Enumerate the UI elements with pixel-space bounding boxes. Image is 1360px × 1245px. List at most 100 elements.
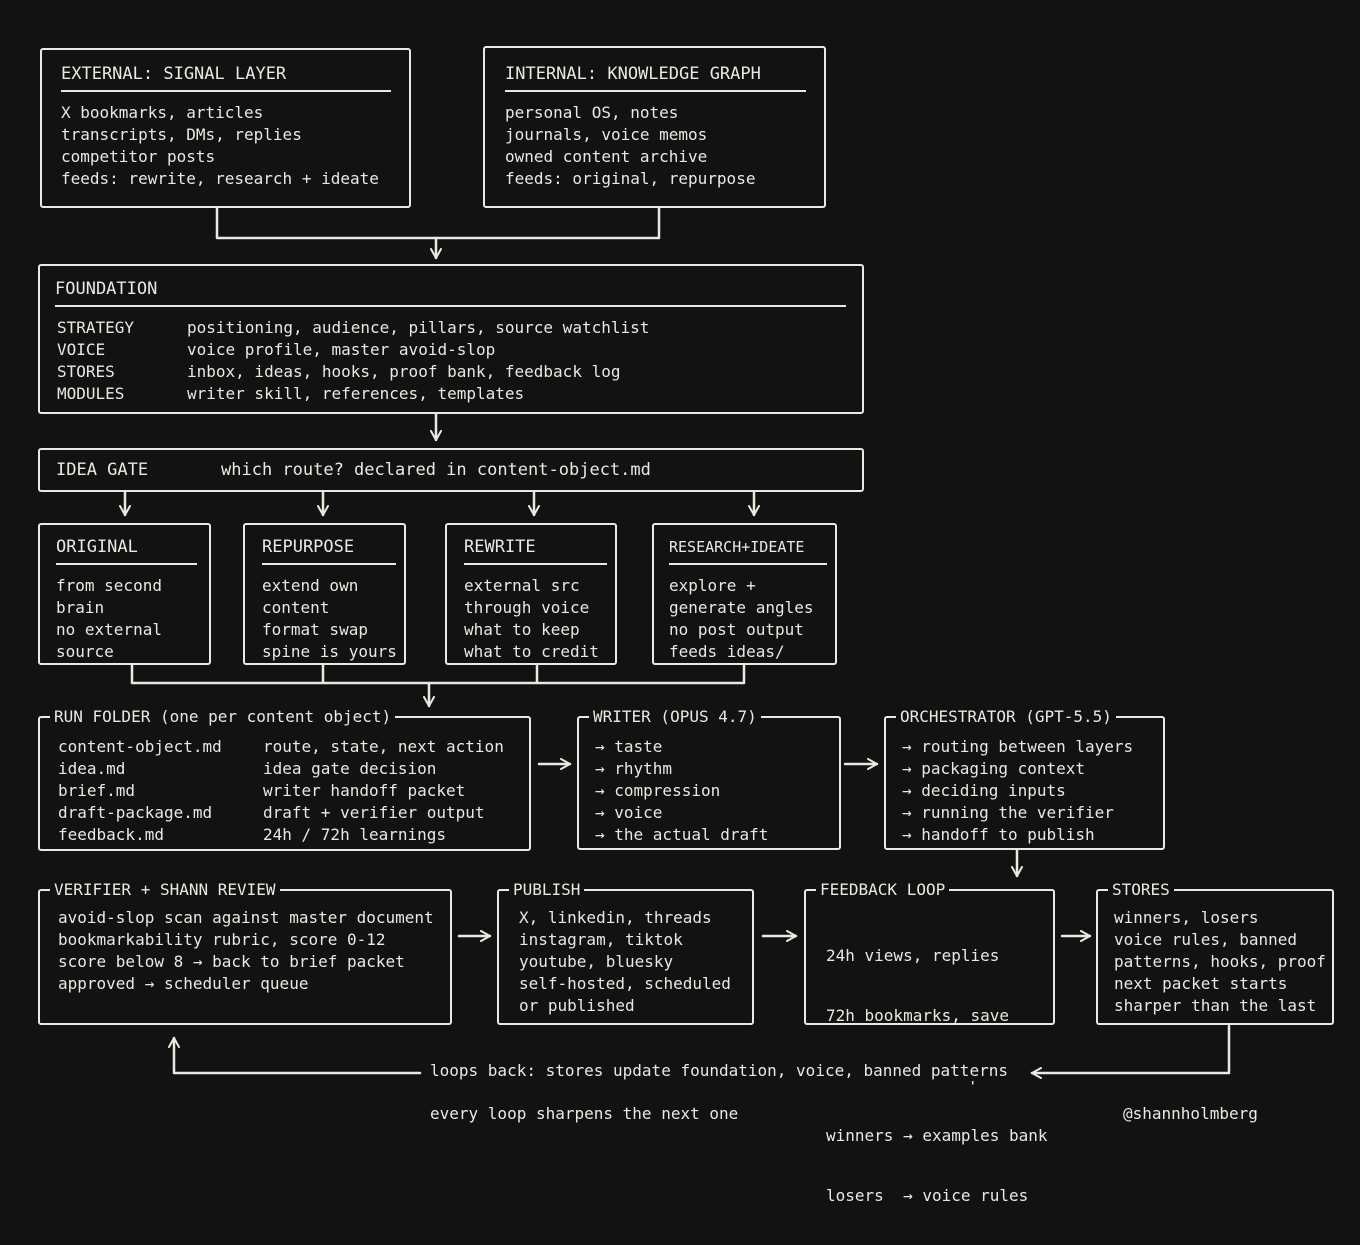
publish-box: PUBLISH X, linkedin, threads instagram, … <box>497 879 754 1025</box>
feedback-line: winners → examples bank <box>826 1126 1048 1145</box>
route-rewrite-box: REWRITE external src through voice what … <box>445 523 617 665</box>
run-folder-file: draft-package.md <box>58 803 213 822</box>
publish-line: instagram, tiktok <box>519 930 683 949</box>
writer-line: → rhythm <box>595 759 673 778</box>
run-folder-desc: writer handoff packet <box>263 781 466 800</box>
stores-line: voice rules, banned <box>1114 930 1298 949</box>
publish-title: PUBLISH <box>509 879 585 901</box>
orchestrator-box: ORCHESTRATOR (GPT-5.5) → routing between… <box>884 706 1165 850</box>
external-line: X bookmarks, articles <box>61 103 264 122</box>
foundation-value: positioning, audience, pillars, source w… <box>187 318 650 337</box>
publish-line: or published <box>519 996 635 1015</box>
run-folder-rows: content-object.md route, state, next act… <box>58 736 521 846</box>
stores-line: sharper than the last <box>1114 996 1317 1015</box>
run-folder-file: idea.md <box>58 759 126 778</box>
external-title: EXTERNAL: SIGNAL LAYER <box>61 64 391 92</box>
run-folder-file: brief.md <box>58 781 136 800</box>
run-folder-desc: 24h / 72h learnings <box>263 825 447 844</box>
publish-line: X, linkedin, threads <box>519 908 712 927</box>
route-title: REWRITE <box>464 537 607 565</box>
routes-merge-line <box>130 663 746 685</box>
internal-line: feeds: original, repurpose <box>505 169 756 188</box>
stores-line: winners, losers <box>1114 908 1259 927</box>
feedback-loop-box: FEEDBACK LOOP 24h views, replies 72h boo… <box>804 879 1055 1205</box>
feedback-loop-title: FEEDBACK LOOP <box>816 879 950 901</box>
stores-line: next packet starts <box>1114 974 1288 993</box>
route-line: spine is yours <box>262 642 397 661</box>
route-line: external src <box>464 576 580 595</box>
loop-back-left-line <box>168 1036 422 1075</box>
writer-line: → compression <box>595 781 721 800</box>
writer-box: WRITER (OPUS 4.7) → taste → rhythm → com… <box>577 706 841 850</box>
foundation-key: STORES <box>57 362 115 381</box>
writer-line: → voice <box>595 803 663 822</box>
route-title: RESEARCH+IDEATE <box>669 537 827 565</box>
run-folder-box: RUN FOLDER (one per content object) cont… <box>38 706 531 851</box>
orchestrator-title: ORCHESTRATOR (GPT-5.5) <box>896 706 1116 728</box>
run-folder-desc: route, state, next action <box>263 737 504 756</box>
verifier-line: avoid-slop scan against master document <box>58 908 434 927</box>
route-title: ORIGINAL <box>56 537 197 565</box>
external-line: feeds: rewrite, research + ideate <box>61 169 379 188</box>
route-line: no post output <box>669 620 804 639</box>
route-line: explore + <box>669 576 756 595</box>
stores-box: STORES winners, losers voice rules, bann… <box>1096 879 1334 1025</box>
route-line: source <box>56 642 114 661</box>
writer-line: → taste <box>595 737 663 756</box>
route-line: format swap <box>262 620 368 639</box>
foundation-value: writer skill, references, templates <box>187 384 525 403</box>
run-folder-file: feedback.md <box>58 825 164 844</box>
foundation-rows: STRATEGY positioning, audience, pillars,… <box>55 317 846 405</box>
route-line: extend own <box>262 576 359 595</box>
publish-line: youtube, bluesky <box>519 952 674 971</box>
external-to-foundation-line <box>215 206 661 240</box>
verifier-line: approved → scheduler queue <box>58 974 309 993</box>
route-line: through voice <box>464 598 590 617</box>
stores-line: patterns, hooks, proof <box>1114 952 1326 971</box>
route-original-box: ORIGINAL from second brain no external s… <box>38 523 211 665</box>
internal-line: owned content archive <box>505 147 708 166</box>
route-title: REPURPOSE <box>262 537 396 565</box>
route-repurpose-box: REPURPOSE extend own content format swap… <box>243 523 406 665</box>
internal-line: journals, voice memos <box>505 125 708 144</box>
external-signal-layer-box: EXTERNAL: SIGNAL LAYER X bookmarks, arti… <box>40 48 411 208</box>
orchestrator-line: → routing between layers <box>902 737 1134 756</box>
orchestrator-line: → packaging context <box>902 759 1086 778</box>
external-line: competitor posts <box>61 147 216 166</box>
orchestrator-line: → deciding inputs <box>902 781 1066 800</box>
footer-tagline: every loop sharpens the next one <box>424 1104 745 1124</box>
loop-back-label: loops back: stores update foundation, vo… <box>424 1061 1014 1081</box>
idea-gate-title: IDEA GATE <box>56 460 149 480</box>
foundation-key: VOICE <box>57 340 106 359</box>
run-folder-title: RUN FOLDER (one per content object) <box>50 706 396 728</box>
feedback-line: 72h bookmarks, save <box>826 1006 1010 1025</box>
orchestrator-line: → running the verifier <box>902 803 1114 822</box>
internal-line: personal OS, notes <box>505 103 679 122</box>
internal-knowledge-graph-box: INTERNAL: KNOWLEDGE GRAPH personal OS, n… <box>483 46 826 208</box>
writer-line: → the actual draft <box>595 825 769 844</box>
route-line: from second <box>56 576 162 595</box>
route-line: generate angles <box>669 598 814 617</box>
internal-title: INTERNAL: KNOWLEDGE GRAPH <box>505 64 806 92</box>
route-line: brain <box>56 598 105 617</box>
foundation-box: FOUNDATION STRATEGY positioning, audienc… <box>38 264 864 414</box>
orchestrator-line: → handoff to publish <box>902 825 1095 844</box>
connector-lines <box>119 206 1231 1079</box>
route-line: feeds ideas/ <box>669 642 785 661</box>
run-folder-desc: draft + verifier output <box>263 803 485 822</box>
route-line: no external <box>56 620 162 639</box>
foundation-value: inbox, ideas, hooks, proof bank, feedbac… <box>187 362 621 381</box>
external-lines: X bookmarks, articles transcripts, DMs, … <box>61 102 391 190</box>
feedback-line: 24h views, replies <box>826 946 1000 965</box>
run-folder-file: content-object.md <box>58 737 222 756</box>
loop-back-right-line <box>1030 1024 1231 1079</box>
route-line: what to keep <box>464 620 580 639</box>
author-handle: @shannholmberg <box>1117 1104 1264 1124</box>
run-folder-desc: idea gate decision <box>263 759 437 778</box>
verifier-line: score below 8 → back to brief packet <box>58 952 405 971</box>
route-research-ideate-box: RESEARCH+IDEATE explore + generate angle… <box>652 523 837 665</box>
stores-title: STORES <box>1108 879 1174 901</box>
foundation-value: voice profile, master avoid-slop <box>187 340 496 359</box>
internal-lines: personal OS, notes journals, voice memos… <box>505 102 806 190</box>
external-line: transcripts, DMs, replies <box>61 125 302 144</box>
